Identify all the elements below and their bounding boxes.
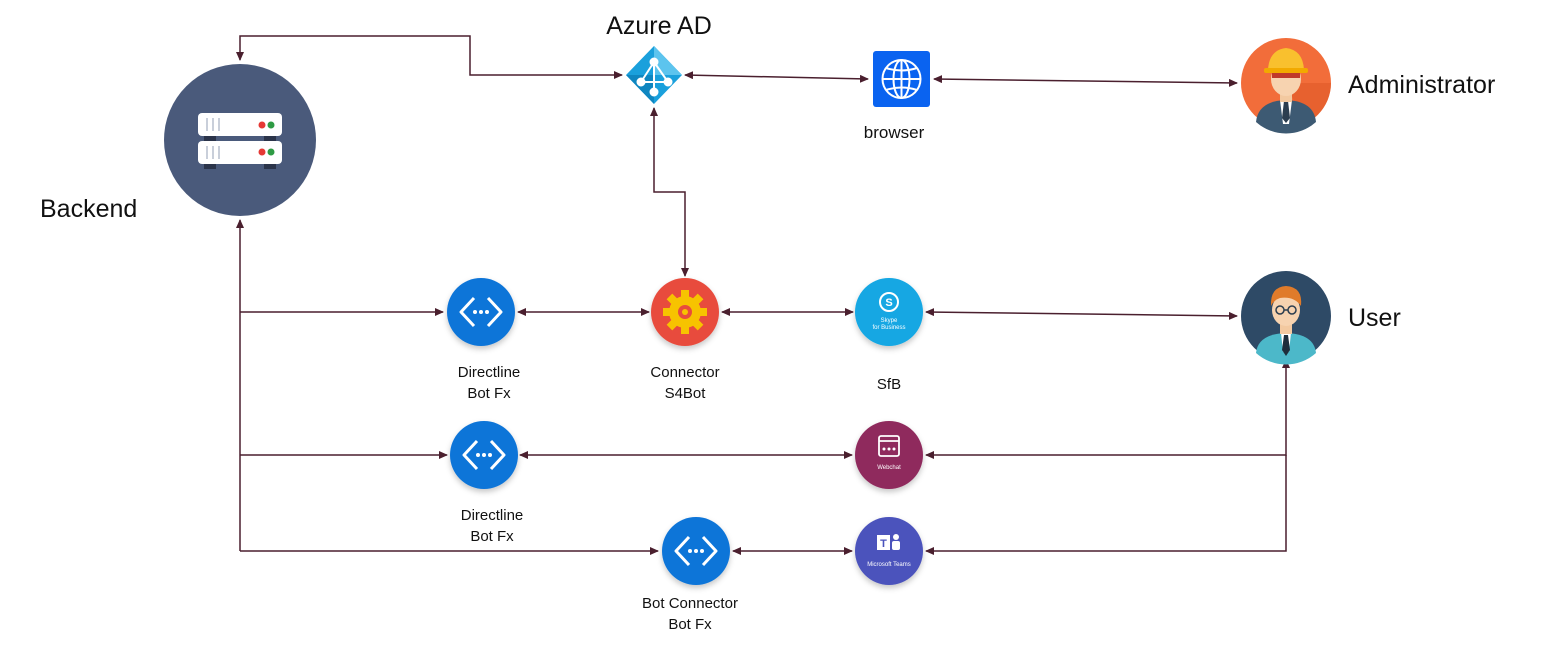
microsoft-teams-node: T Microsoft Teams bbox=[855, 517, 923, 585]
skype-icon-caption-1: Skype bbox=[881, 318, 898, 324]
connector-backend-azure bbox=[236, 35, 623, 79]
skype-for-business-node: S Skype for Business bbox=[855, 278, 923, 346]
connector-browser-administrator bbox=[933, 75, 1238, 87]
browser-label: browser bbox=[863, 123, 925, 142]
directline-bot-fx-1-label: Directline Bot Fx bbox=[429, 362, 549, 404]
bot-connector-bot-fx-node bbox=[662, 517, 730, 585]
bot-connector-bot-fx-label-line-2: Bot Fx bbox=[668, 616, 712, 633]
directline-bot-fx-2-label-line-1: Directline bbox=[460, 507, 524, 524]
code-brackets-icon bbox=[459, 296, 503, 328]
bot-connector-bot-fx-label: Bot Connector Bot Fx bbox=[620, 593, 760, 635]
sfb-label: SfB bbox=[876, 376, 902, 393]
connector-sfb-user bbox=[925, 308, 1238, 320]
connector-s4bot-label: Connector S4Bot bbox=[625, 362, 745, 404]
directline-bot-fx-1-label-line-1: Directline bbox=[457, 364, 521, 381]
code-brackets-icon bbox=[462, 439, 506, 471]
server-icon bbox=[198, 113, 282, 169]
administrator-label: Administrator bbox=[1348, 71, 1496, 99]
user-avatar bbox=[1241, 271, 1331, 365]
skype-icon: S bbox=[879, 292, 899, 312]
directline-bot-fx-2-label-line-2: Bot Fx bbox=[470, 528, 514, 545]
connector-s4bot-node bbox=[651, 278, 719, 346]
code-brackets-icon bbox=[674, 535, 718, 567]
directline-bot-fx-1-node bbox=[447, 278, 515, 346]
connector-azure-connector bbox=[650, 107, 689, 277]
teams-icon: T bbox=[877, 534, 900, 550]
azure-ad-icon bbox=[626, 46, 682, 104]
directline-bot-fx-1-label-line-2: Bot Fx bbox=[467, 385, 511, 402]
connector-azure-browser bbox=[684, 71, 869, 83]
administrator-avatar bbox=[1241, 38, 1331, 134]
bot-connector-bot-fx-label-line-1: Bot Connector bbox=[642, 595, 738, 612]
webchat-node: Webchat bbox=[855, 421, 923, 489]
azure-ad-label: Azure AD bbox=[606, 12, 712, 40]
connectors bbox=[236, 35, 1290, 555]
connector-s4bot-label-line-1: Connector bbox=[650, 364, 720, 381]
connector-s4bot-label-line-2: S4Bot bbox=[664, 385, 706, 402]
skype-icon-caption-2: for Business bbox=[872, 325, 905, 331]
directline-bot-fx-2-label: Directline Bot Fx bbox=[432, 505, 552, 547]
webchat-icon-caption: Webchat bbox=[877, 465, 901, 471]
gear-icon bbox=[663, 290, 707, 334]
connector-user-teams bbox=[925, 455, 1287, 555]
user-label: User bbox=[1348, 304, 1401, 332]
directline-bot-fx-2-node bbox=[450, 421, 518, 489]
chat-window-icon bbox=[878, 435, 900, 457]
connector-user-webchat bbox=[925, 359, 1290, 459]
svg-text:S: S bbox=[885, 297, 892, 309]
browser-globe-icon bbox=[873, 51, 930, 107]
backend-node bbox=[164, 64, 316, 216]
teams-icon-caption: Microsoft Teams bbox=[867, 562, 911, 568]
backend-label: Backend bbox=[40, 195, 138, 223]
svg-text:T: T bbox=[880, 538, 887, 550]
